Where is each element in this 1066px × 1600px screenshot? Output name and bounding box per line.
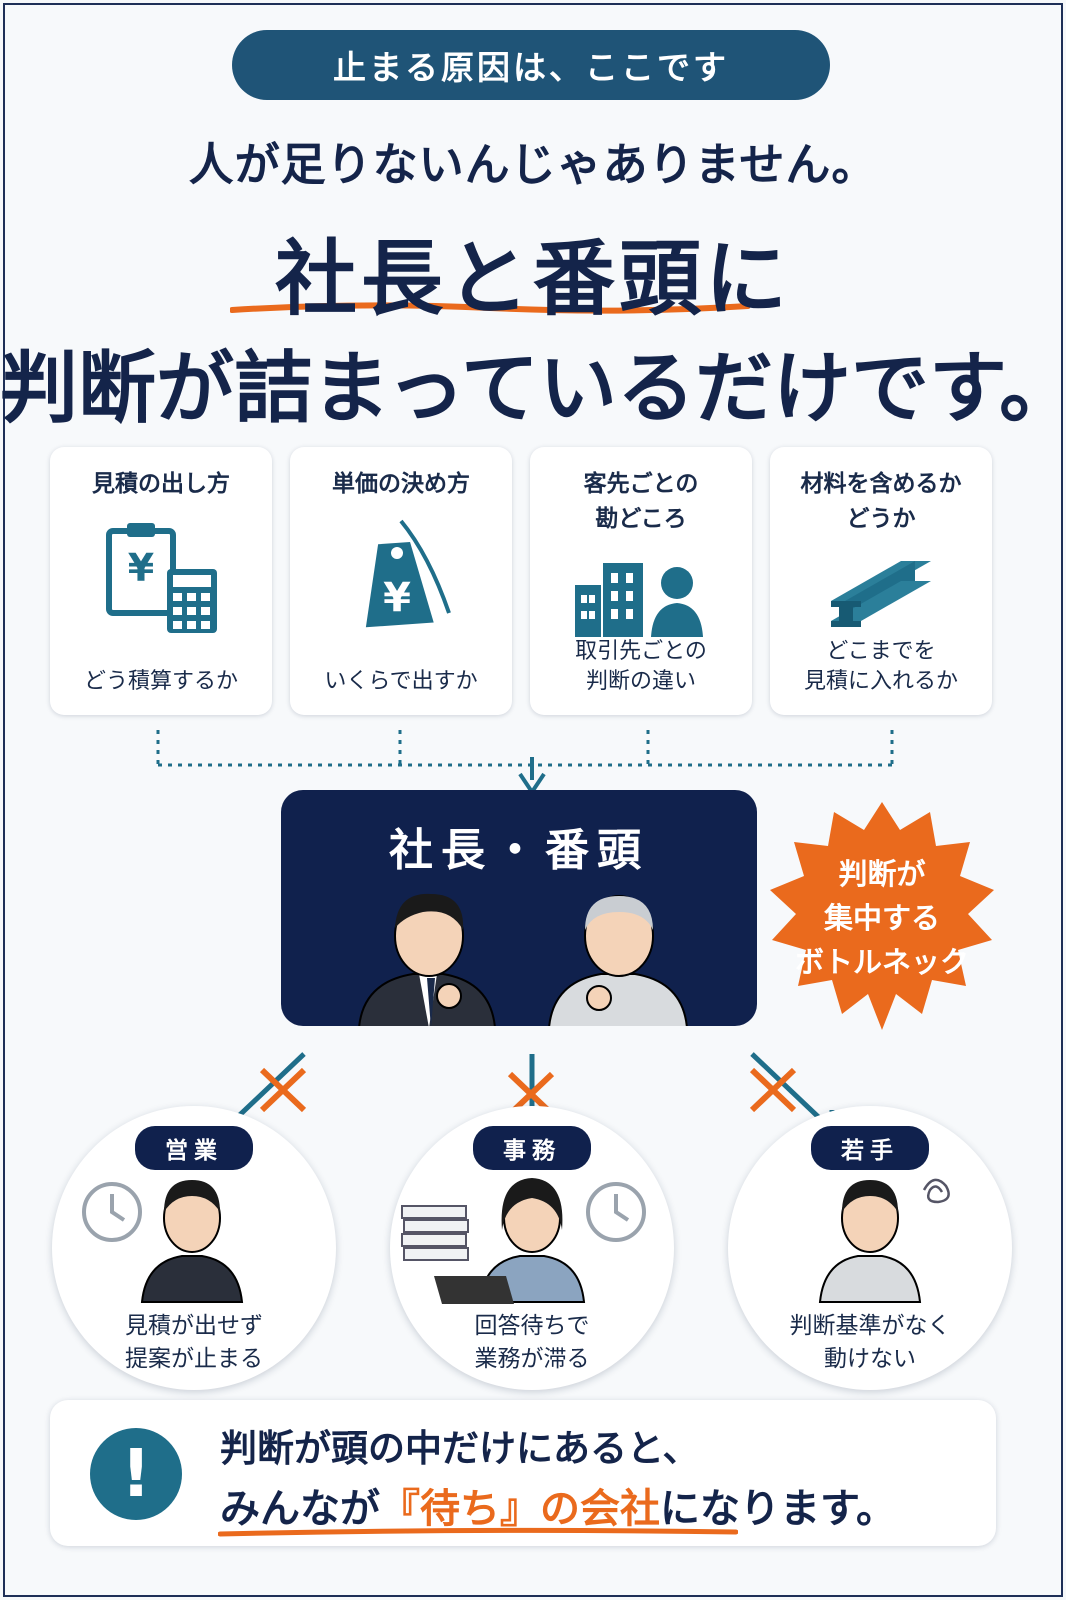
bottom-line2: みんなが『待ち』の会社になります。 bbox=[220, 1476, 896, 1534]
role-circle-sales: 営業 見積が出せず 提案が止まる bbox=[52, 1106, 336, 1390]
bottom-line2-highlight: 『待ち』の会社 bbox=[380, 1486, 660, 1532]
svg-text:¥: ¥ bbox=[383, 575, 411, 621]
card-client-knack: 客先ごとの 勘どころ 取引先ごとの 判断の違い bbox=[530, 447, 752, 715]
card-desc: 取引先ごとの 判断の違い bbox=[575, 639, 707, 694]
cause-badge: 止まる原因は、ここです bbox=[232, 30, 830, 100]
role-circle-junior: 若手 判断基準がなく 動けない bbox=[728, 1106, 1012, 1390]
burst-text: 判断が 集中する ボトルネック bbox=[794, 857, 969, 979]
headline-line1: 人が足りないんじゃありません。 bbox=[188, 138, 878, 191]
office-worker-illustration bbox=[401, 1178, 646, 1304]
card-unit-price: 単価の決め方 ¥ いくらで出すか bbox=[290, 447, 512, 715]
card-materials: 材料を含めるか どうか どこまでを 見積に入れるか bbox=[770, 447, 992, 715]
svg-text:¥: ¥ bbox=[128, 546, 154, 590]
card-estimate-method: 見積の出し方 ¥ どう積算するか bbox=[50, 447, 272, 715]
bottleneck-burst: 判断が 集中する ボトルネック bbox=[764, 798, 1000, 1034]
exclamation-icon: ! bbox=[90, 1428, 182, 1520]
role-desc-office: 回答待ちで 業務が滞る bbox=[474, 1313, 590, 1372]
bottom-underline bbox=[218, 1527, 738, 1537]
center-title: 社長・番頭 bbox=[389, 825, 649, 876]
burst-shape bbox=[770, 802, 994, 1030]
card-desc: どこまでを 見積に入れるか bbox=[803, 639, 958, 694]
junior-worker-illustration bbox=[818, 1178, 950, 1303]
sales-person-illustration bbox=[82, 1180, 244, 1303]
bottom-line2-pre: みんなが bbox=[220, 1486, 380, 1532]
bottom-line2-post: になります。 bbox=[660, 1486, 896, 1532]
steel-beam-icon bbox=[831, 561, 931, 627]
role-desc-sales: 見積が出せず 提案が止まる bbox=[125, 1313, 263, 1372]
card-desc: いくらで出すか bbox=[324, 669, 478, 694]
two-executives-illustration bbox=[358, 893, 688, 1026]
headline-line3: 判断が詰まっているだけです。 bbox=[0, 344, 1066, 434]
role-tag-junior: 若手 bbox=[811, 1126, 929, 1170]
role-circle-office: 事務 回答待ちで 業務が滞る bbox=[390, 1106, 674, 1390]
role-desc-junior: 判断基準がなく 動けない bbox=[789, 1313, 951, 1372]
president-manager-box: 社長・番頭 bbox=[281, 790, 757, 1026]
yen-price-tag-icon: ¥ bbox=[365, 519, 451, 628]
card-title: 材料を含めるか どうか bbox=[800, 471, 962, 532]
role-tag-office: 事務 bbox=[473, 1126, 591, 1170]
headline-underline bbox=[230, 302, 750, 314]
card-title: 見積の出し方 bbox=[92, 471, 230, 497]
role-tag-sales: 営業 bbox=[135, 1126, 253, 1170]
headline-line2: 社長と番頭に bbox=[274, 232, 791, 327]
clipboard-yen-calculator-icon: ¥ bbox=[106, 523, 217, 633]
bottom-message: ! 判断が頭の中だけにあると、 みんなが『待ち』の会社になります。 bbox=[50, 1400, 996, 1546]
card-title: 客先ごとの 勘どころ bbox=[583, 471, 699, 532]
building-person-icon bbox=[575, 563, 703, 637]
card-desc: どう積算するか bbox=[83, 669, 238, 694]
card-title: 単価の決め方 bbox=[332, 471, 470, 497]
bottom-line1: 判断が頭の中だけにあると、 bbox=[220, 1427, 700, 1470]
